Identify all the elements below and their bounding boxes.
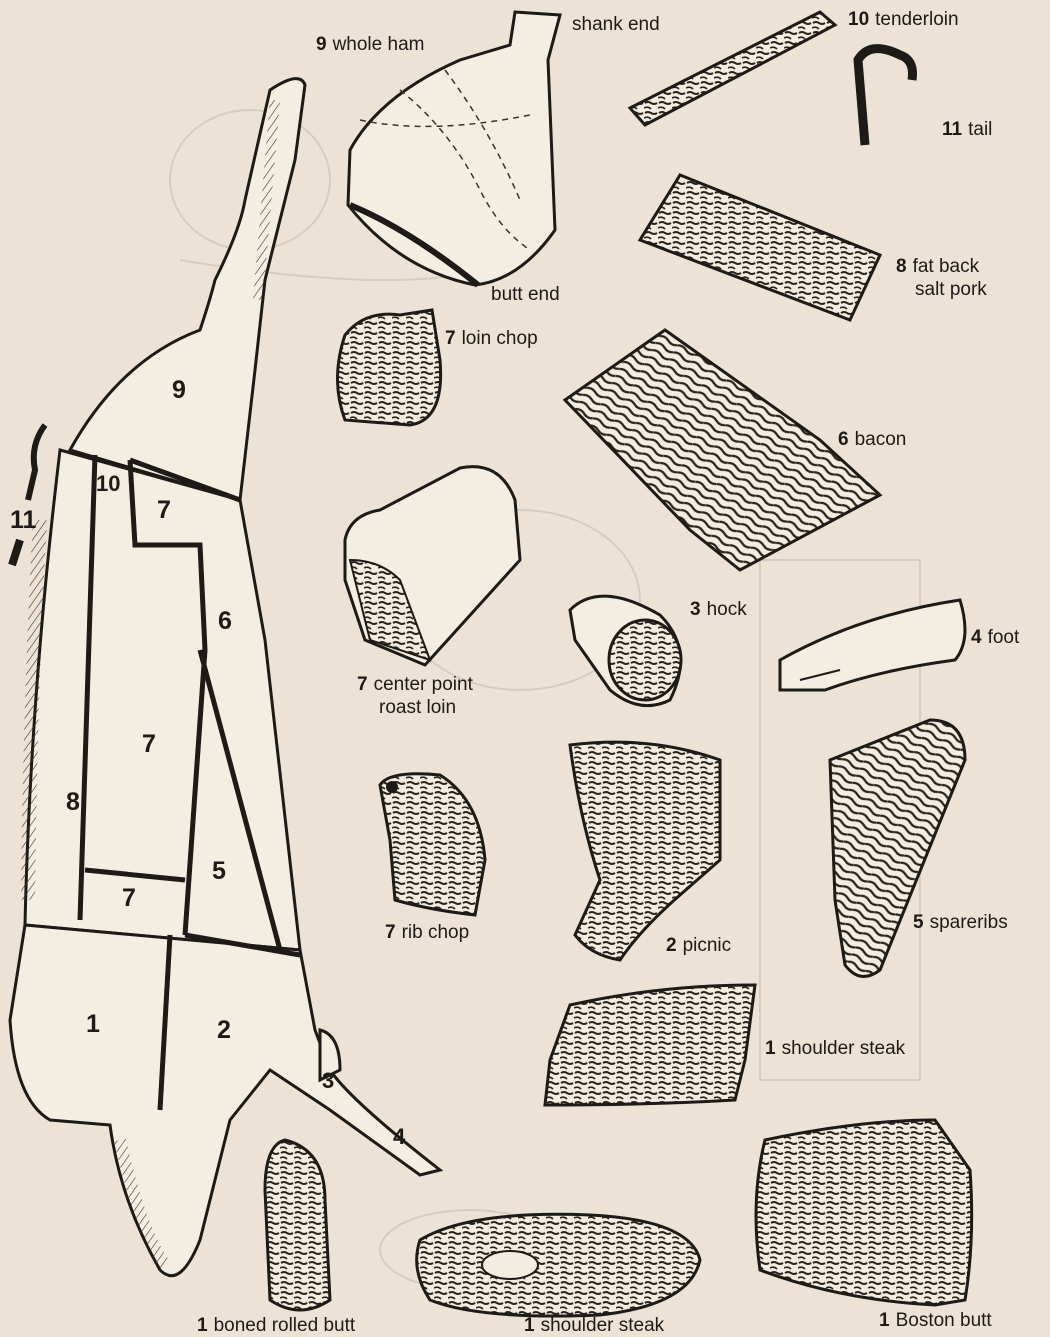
hock-drawing xyxy=(570,596,681,705)
carcass-num-1: 1 xyxy=(86,1010,100,1039)
carcass-num-9: 9 xyxy=(172,376,186,405)
shoulder-steak-1-drawing xyxy=(545,985,755,1105)
boned-rolled-butt-drawing xyxy=(265,1140,330,1310)
loin-chop-drawing xyxy=(338,310,441,425)
spareribs-drawing xyxy=(830,720,965,976)
boston-butt-drawing xyxy=(756,1120,972,1305)
picnic-drawing xyxy=(570,742,720,960)
carcass-num-4: 4 xyxy=(393,1124,405,1150)
foot-drawing xyxy=(780,600,965,690)
carcass-num-2: 2 xyxy=(217,1016,231,1045)
tail-drawing xyxy=(858,49,913,145)
carcass-num-5: 5 xyxy=(212,857,226,886)
rib-chop-drawing xyxy=(380,774,485,915)
carcass-num-10: 10 xyxy=(96,471,120,497)
carcass-num-7-rib: 7 xyxy=(122,884,136,913)
carcass-num-3: 3 xyxy=(322,1068,334,1094)
label-shank-end: shank end xyxy=(572,13,660,36)
tenderloin-drawing xyxy=(630,12,835,125)
label-butt-end: butt end xyxy=(491,283,560,306)
roast-loin-drawing xyxy=(345,467,520,665)
shoulder-steak-2-drawing xyxy=(417,1214,700,1316)
carcass-num-7-loin: 7 xyxy=(157,496,171,525)
carcass-num-8: 8 xyxy=(66,788,80,817)
carcass-num-7-mid: 7 xyxy=(142,730,156,759)
bacon-drawing xyxy=(565,330,880,570)
fat-back-drawing xyxy=(640,175,880,320)
carcass-num-6: 6 xyxy=(218,607,232,636)
carcass-num-11: 11 xyxy=(10,506,36,535)
